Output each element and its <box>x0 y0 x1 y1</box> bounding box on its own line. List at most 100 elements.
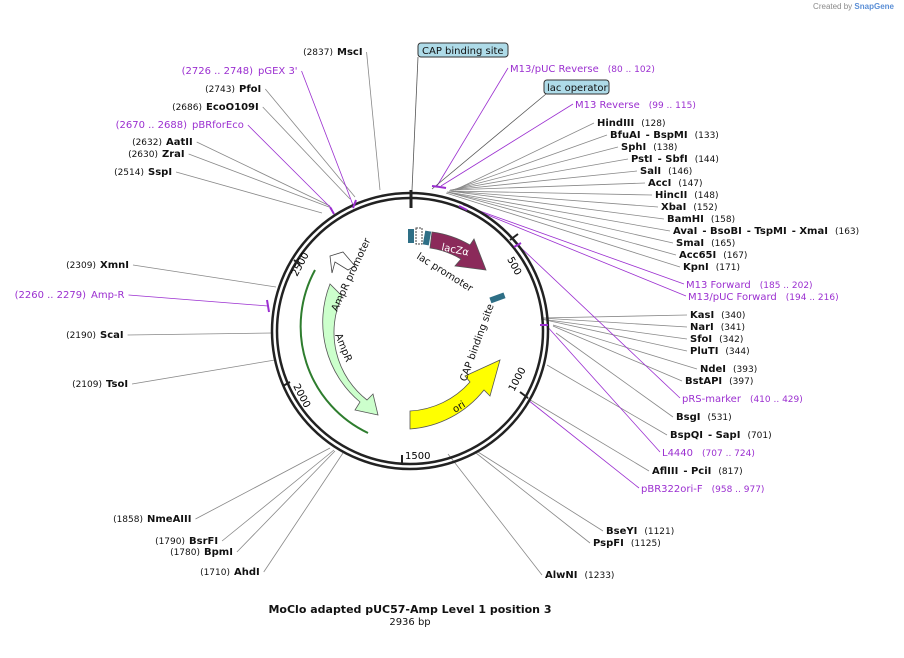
site-connector-line <box>221 449 335 542</box>
left-primer-labels: (2726 .. 2748)pGEX 3'(2670 .. 2688)pBRfo… <box>15 66 298 301</box>
site-position: (2309) <box>66 261 96 271</box>
site-connector-line <box>451 146 619 191</box>
site-position: (2632) <box>132 138 162 148</box>
site-label: (2837) <box>303 48 333 58</box>
site-connector-line <box>450 170 638 191</box>
site-label: BseYI (1121) <box>606 526 674 537</box>
site-connector-line <box>264 88 356 198</box>
primer-label: M13/pUC Forward(194 .. 216) <box>688 292 839 303</box>
primer-label: pRS-marker (410 .. 429) <box>682 394 803 405</box>
site-connector-line <box>449 190 653 196</box>
site-connector-line <box>196 141 331 207</box>
primer-mark-pbrforeco <box>329 206 335 215</box>
primer-connector-line <box>440 103 574 187</box>
site-name: HincII <box>655 190 687 201</box>
primer-connector-line <box>467 206 687 297</box>
site-connector-line <box>127 332 273 336</box>
site-position: (163) <box>835 227 859 237</box>
features: lacZα ori AmpR AmpR promoter lac promote… <box>299 227 506 434</box>
primer-label: M13/pUC Reverse(80 .. 102) <box>510 64 655 75</box>
site-name: - BspMI <box>646 130 688 141</box>
site-label: (1790) <box>155 537 185 547</box>
ampr-strand-line <box>299 269 369 434</box>
tick-mark-500 <box>509 233 519 241</box>
site-position: (158) <box>711 215 735 225</box>
site-label: BsgI(531) <box>676 412 732 423</box>
site-position: (2630) <box>128 150 158 160</box>
left-site-labels: (2837)MscI(2743)PfoI(2686)EcoO109I(2632)… <box>66 47 363 578</box>
primer-mark-pgex3 <box>352 199 357 209</box>
primer-range: (80 .. 102) <box>608 65 655 75</box>
site-name: XbaI <box>661 202 686 213</box>
primer-range: (958 .. 977) <box>712 485 765 495</box>
site-name: - PciI <box>683 466 711 477</box>
site-position: (397) <box>729 377 753 387</box>
primer-connector-line <box>247 124 333 210</box>
primer-range: (707 .. 724) <box>702 449 755 459</box>
site-connector-line <box>452 134 608 191</box>
site-label: SphI(138) <box>621 142 677 153</box>
snapgene-logo: SnapGene <box>854 2 894 11</box>
primer-name: pGEX 3' <box>258 66 298 77</box>
site-connector-line <box>446 191 677 256</box>
site-position: (1780) <box>170 548 200 558</box>
site-name: AlwNI <box>545 570 578 581</box>
primer-mark-m13-forward <box>458 205 468 211</box>
site-name: PspFI <box>593 538 624 549</box>
site-name: BsgI <box>676 412 700 423</box>
site-position: (393) <box>733 365 757 375</box>
primer-connector-line <box>128 294 269 307</box>
site-name: AflIII <box>652 466 678 477</box>
site-label: (1780) <box>170 548 200 558</box>
map-title: MoClo adapted pUC57-Amp Level 1 position… <box>268 603 551 616</box>
site-position: (146) <box>668 167 692 177</box>
site-label: KpnI(171) <box>683 262 740 273</box>
site-connector-line <box>526 397 650 472</box>
site-label: (1710) <box>200 568 230 578</box>
site-connector-line <box>540 314 688 319</box>
site-name: HindIII <box>597 118 634 129</box>
site-label: Acc65I(167) <box>679 250 747 261</box>
site-label: AccI(147) <box>648 178 703 189</box>
site-name: KasI <box>690 310 714 321</box>
site-name: BpmI <box>204 547 233 558</box>
lac-operator-mark <box>408 229 414 243</box>
primer-marks <box>266 185 548 326</box>
lac-operator-box <box>543 79 610 95</box>
right-primer-labels: M13/pUC Reverse(80 .. 102)M13 Reverse(99… <box>510 64 839 495</box>
site-name: - SapI <box>708 430 740 441</box>
primer-range: (2726 .. 2748) <box>182 66 254 77</box>
site-name: - BsoBI <box>702 226 741 237</box>
primer-name: Amp-R <box>91 290 125 301</box>
boxed-labels: CAP binding site lac operator <box>417 42 610 95</box>
site-connector-line <box>477 451 604 532</box>
site-connector-line <box>447 191 671 232</box>
site-position: (2837) <box>303 48 333 58</box>
site-name: BamHI <box>667 214 704 225</box>
tick-label-2500: 2500 <box>290 251 312 279</box>
primer-range: (410 .. 429) <box>750 395 803 405</box>
site-label: PspFI(1125) <box>593 538 661 549</box>
site-label: AflIII- PciI(817) <box>652 466 743 477</box>
site-label: PstI- SbfI(144) <box>631 154 719 165</box>
site-position: (144) <box>695 155 719 165</box>
primer-mark-amp-r <box>266 299 270 313</box>
site-label: PluTI(344) <box>690 346 750 357</box>
site-connector-line <box>236 450 336 553</box>
primer-name: L4440 <box>662 448 693 459</box>
primer-range: (185 .. 202) <box>760 281 813 291</box>
site-name: BsrFI <box>189 536 218 547</box>
site-position: (167) <box>723 251 747 261</box>
primer-name: pRS-marker <box>682 394 742 405</box>
site-label: (2630) <box>128 150 158 160</box>
site-name: BspQI <box>670 430 703 441</box>
site-connector-line <box>448 190 665 220</box>
site-position: (1121) <box>644 527 674 537</box>
tick-mark-2000 <box>282 381 291 387</box>
tick-mark-1000 <box>519 391 529 399</box>
site-position: (2514) <box>114 168 144 178</box>
primer-connector-line <box>462 204 685 285</box>
site-name: BseYI <box>606 526 637 537</box>
site-label: AlwNI(1233) <box>545 570 614 581</box>
site-connector-line <box>447 453 543 576</box>
